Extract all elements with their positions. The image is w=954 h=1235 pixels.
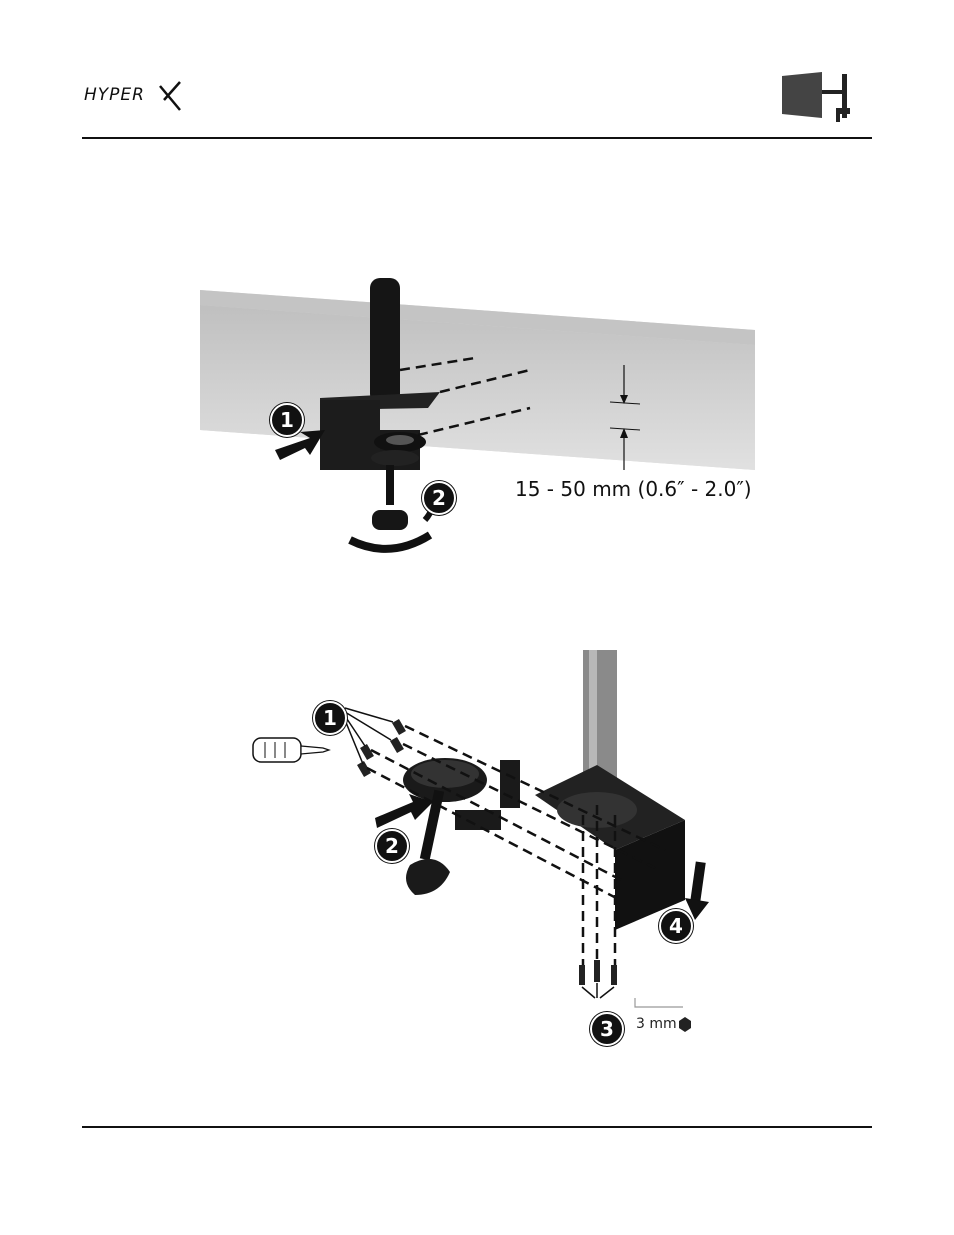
svg-text:HYPER: HYPER <box>84 85 145 105</box>
step-2-badge: 2 <box>422 481 456 515</box>
header-divider <box>82 137 872 139</box>
monitor-arm-icon <box>778 70 858 126</box>
step-4-badge-fig2: 4 <box>659 909 693 943</box>
step-1-badge: 1 <box>270 403 304 437</box>
step-1-badge-fig2: 1 <box>313 701 347 735</box>
hex-key-size-label: 3 mm <box>636 1016 677 1032</box>
footer-divider <box>82 1126 872 1128</box>
step-3-badge-fig2: 3 <box>590 1012 624 1046</box>
hyperx-logo-icon: HYPER <box>82 78 184 114</box>
screwdriver-icon <box>253 738 329 762</box>
thickness-range-label: 15 - 50 mm (0.6″ - 2.0″) <box>515 477 752 501</box>
step-2-badge-fig2: 2 <box>375 829 409 863</box>
